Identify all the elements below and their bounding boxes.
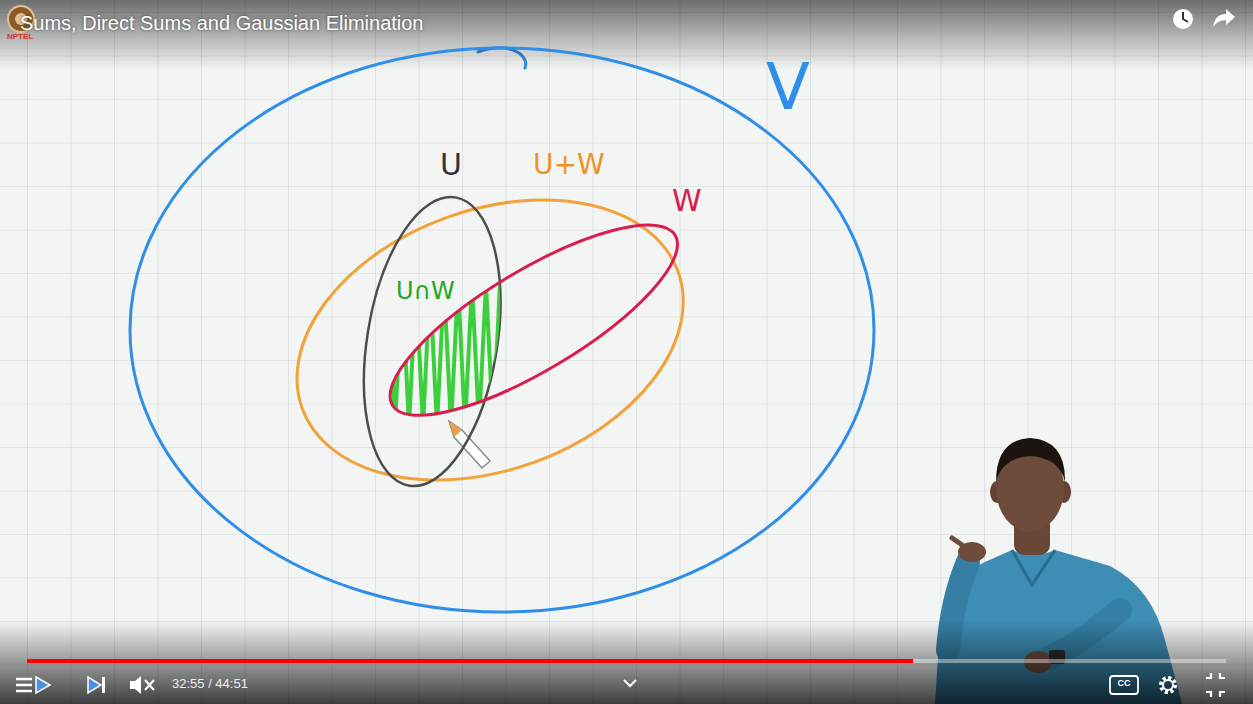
progress-track bbox=[27, 659, 1226, 663]
intersection-region-node: U∩W bbox=[384, 274, 508, 430]
hatch-group bbox=[388, 284, 507, 426]
space-label: V bbox=[766, 52, 810, 122]
share-icon bbox=[1213, 9, 1235, 27]
space-node: VU+WUU∩WW bbox=[124, 42, 880, 618]
next-icon bbox=[88, 677, 105, 693]
watch-later-icon bbox=[1173, 9, 1193, 29]
fullscreen-exit-icon bbox=[1206, 673, 1225, 697]
mute-cross bbox=[145, 680, 154, 690]
subspace-outline bbox=[367, 192, 701, 448]
space-outline bbox=[130, 48, 874, 612]
collar bbox=[1012, 550, 1055, 585]
gear-ring bbox=[1163, 680, 1173, 690]
subspace-node: W bbox=[384, 219, 684, 421]
captions-text: CC bbox=[1110, 679, 1138, 689]
subspace-outline-svg bbox=[384, 219, 684, 421]
subspace-node: UU∩W bbox=[358, 191, 506, 492]
channel-name: NPTEL bbox=[7, 33, 33, 42]
next-triangle bbox=[88, 677, 101, 693]
subspace-label: U bbox=[440, 148, 462, 181]
clock-hands bbox=[1183, 12, 1188, 22]
finger bbox=[952, 538, 965, 547]
progress-played bbox=[27, 659, 913, 663]
chevron-icon bbox=[624, 680, 636, 686]
hair bbox=[996, 438, 1065, 482]
green-hatching bbox=[388, 284, 507, 426]
video-title: Sums, Direct Sums and Gaussian Eliminati… bbox=[20, 12, 424, 34]
intersection-label: U∩W bbox=[396, 278, 455, 304]
mute-icon bbox=[130, 676, 154, 694]
play-button bbox=[36, 677, 50, 693]
sum-node: U+WUU∩WW bbox=[291, 194, 689, 486]
subspace-outline bbox=[345, 188, 520, 497]
settings-icon bbox=[1161, 678, 1175, 692]
top-shade bbox=[0, 0, 1253, 70]
playlist-icon bbox=[16, 677, 50, 693]
sum-outline bbox=[258, 149, 723, 530]
space-outline-svg bbox=[124, 42, 880, 618]
captions-button bbox=[1110, 676, 1138, 694]
pencil-tip bbox=[449, 421, 462, 437]
speaker bbox=[130, 676, 141, 694]
menu-lines bbox=[16, 679, 32, 691]
time-readout: 32:55 / 44:51 bbox=[172, 677, 248, 691]
sum-label: U+W bbox=[533, 150, 605, 181]
next-bar bbox=[102, 677, 105, 693]
gear-teeth bbox=[1161, 678, 1175, 692]
bottom-shade bbox=[0, 620, 1253, 704]
clock-face bbox=[1173, 9, 1193, 29]
subspace-label: W bbox=[672, 184, 702, 217]
